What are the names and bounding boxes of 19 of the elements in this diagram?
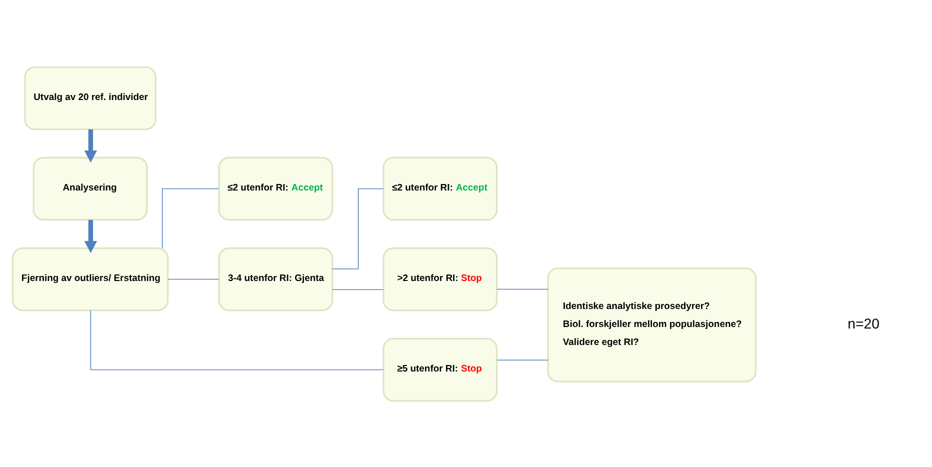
connector bbox=[161, 188, 219, 248]
connector bbox=[496, 288, 548, 290]
node-box: ≤2 utenfor RI: Accept bbox=[218, 156, 333, 220]
node-box: Fjerning av outliers/ Erstatning bbox=[11, 246, 168, 311]
node-box: ≥5 utenfor RI: Stop bbox=[382, 337, 498, 402]
connector bbox=[332, 288, 384, 290]
connector bbox=[90, 310, 384, 370]
arrow bbox=[84, 128, 97, 162]
node-box: Identiske analytiske prosedyrer? Biol. forskjeller mellom populasjonene? Validere eget RI? bbox=[546, 266, 756, 382]
arrow bbox=[84, 219, 97, 253]
node-box: 3-4 utenfor RI: Gjenta bbox=[218, 246, 333, 311]
connector bbox=[166, 278, 219, 280]
node-box: ≤2 utenfor RI: Accept bbox=[382, 156, 498, 220]
node-box: >2 utenfor RI: Stop bbox=[382, 246, 498, 311]
label: n=20 bbox=[847, 316, 880, 332]
connector bbox=[331, 188, 384, 269]
node-box: Utvalg av 20 ref. individer bbox=[24, 66, 156, 130]
connector bbox=[496, 359, 548, 360]
node-box: Analysering bbox=[32, 156, 148, 220]
